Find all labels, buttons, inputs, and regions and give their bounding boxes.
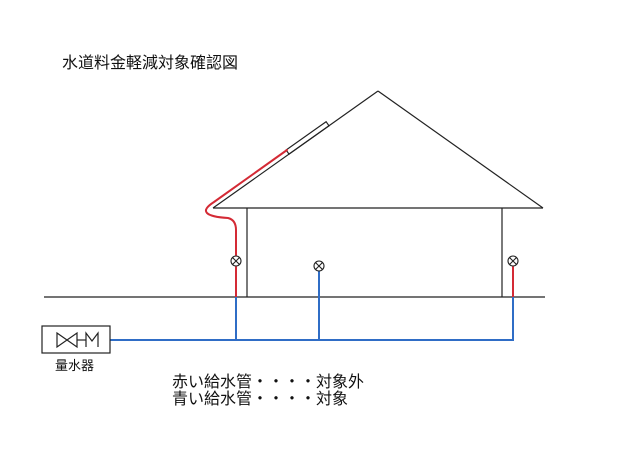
faucet-middle-icon [313, 260, 325, 272]
roof-right-slope [377, 90, 544, 209]
legend-blue-pipe: 青い給水管・・・・対象 [172, 389, 348, 408]
faucet-left-icon [230, 255, 242, 267]
faucet-right-icon [507, 255, 519, 267]
water-meter-symbol-icon [56, 331, 99, 349]
red-pipe-roof-run [204, 149, 288, 256]
diagram-title: 水道料金軽減対象確認図 [62, 53, 238, 72]
water-meter-label: 量水器 [55, 359, 94, 374]
solar-water-heater-panel [285, 120, 330, 155]
legend-red-pipe: 赤い給水管・・・・対象外 [172, 372, 364, 391]
water-meter-box [41, 325, 111, 354]
